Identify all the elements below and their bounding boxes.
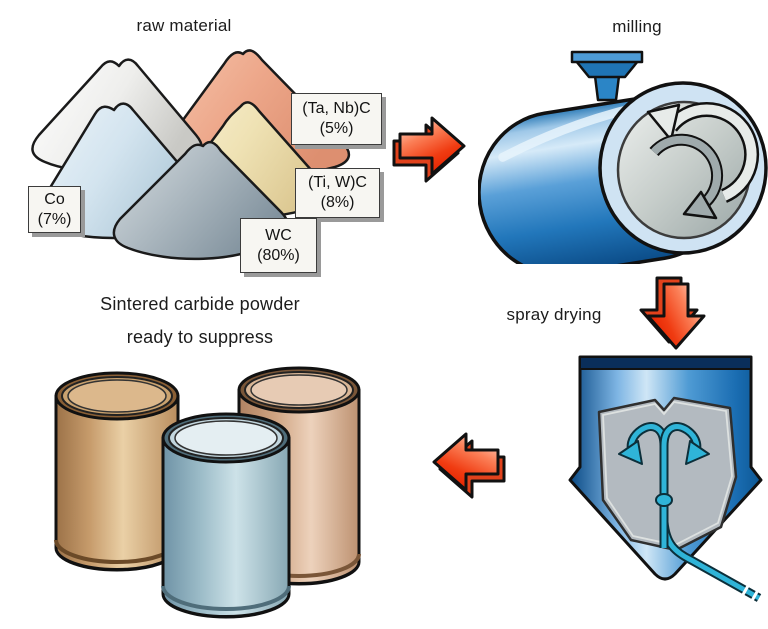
label-wc-name: WC: [265, 226, 292, 244]
powder-barrels-illustration: [54, 366, 361, 619]
label-co-name: Co: [44, 190, 65, 208]
label-ti-w-c: (Ti, W)C (8%): [295, 168, 380, 218]
pipe-break-marks: [738, 583, 760, 602]
product-title-line2: ready to suppress: [126, 327, 274, 347]
pipe-junction: [655, 493, 673, 507]
label-ti-w-c-pct: (8%): [320, 194, 355, 211]
label-ta-nb-c-name: (Ta, Nb)C: [302, 100, 371, 117]
barrel-tan: [54, 371, 180, 572]
barrel-blue: [161, 412, 291, 619]
spray-drying-title: spray drying: [506, 305, 602, 324]
label-wc-pct: (80%): [257, 246, 300, 264]
label-wc: WC (80%): [240, 218, 317, 273]
label-ta-nb-c: (Ta, Nb)C (5%): [291, 93, 382, 145]
ball-mill-illustration: [478, 50, 768, 264]
label-co: Co (7%): [28, 186, 81, 233]
mill-funnel-icon: [570, 50, 644, 102]
arrow-milling-to-spray-icon: [639, 276, 706, 350]
label-ti-w-c-name: (Ti, W)C: [308, 174, 367, 191]
raw-material-title: raw material: [136, 16, 232, 35]
arrow-spray-to-product-icon: [432, 432, 506, 499]
milling-title: milling: [612, 17, 662, 36]
label-co-pct: (7%): [37, 210, 72, 228]
dryer-cutaway-highlight: [602, 401, 733, 546]
arrow-raw-to-milling-icon: [392, 116, 466, 183]
spray-arrowhead-left-icon: [618, 440, 643, 465]
powder-piles-illustration: [31, 49, 351, 261]
dryer-top-band: [579, 356, 752, 370]
dryer-nozzle-pipe-icon: [618, 422, 762, 602]
mill-rotation-arrow-ccw-icon: [646, 102, 760, 203]
spray-arrowhead-right-icon: [685, 440, 710, 465]
label-ta-nb-c-pct: (5%): [319, 120, 354, 137]
spray-dryer-illustration: [568, 355, 763, 602]
mill-rotation-arrow-cw-icon: [649, 133, 724, 220]
product-title-line1: Sintered carbide powder: [100, 294, 300, 314]
